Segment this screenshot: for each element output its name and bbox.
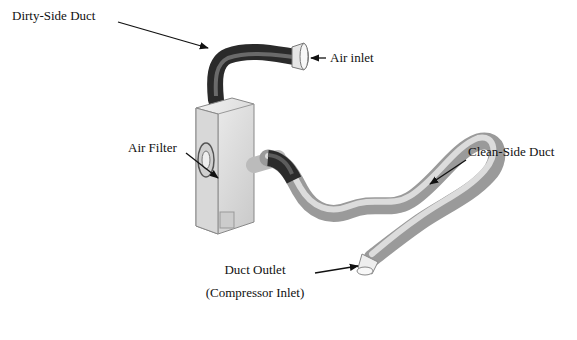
part-label: Clean-Side Duct: [468, 140, 573, 163]
part-label: Air Filter: [128, 136, 198, 159]
leader-line: [118, 22, 208, 48]
part-label: Dirty-Side Duct: [12, 4, 152, 27]
leader-line: [186, 153, 218, 178]
leader-line: [311, 57, 326, 58]
clean-side-duct: [254, 138, 497, 275]
leader-lines: [118, 22, 466, 273]
part-label: Air inlet: [330, 46, 410, 69]
air-filter-box: [196, 98, 254, 234]
part-label: Duct Outlet (Compressor Inlet): [196, 258, 314, 304]
leader-line: [315, 266, 358, 273]
dirty-side-duct: [215, 43, 308, 100]
leader-line: [430, 160, 466, 184]
